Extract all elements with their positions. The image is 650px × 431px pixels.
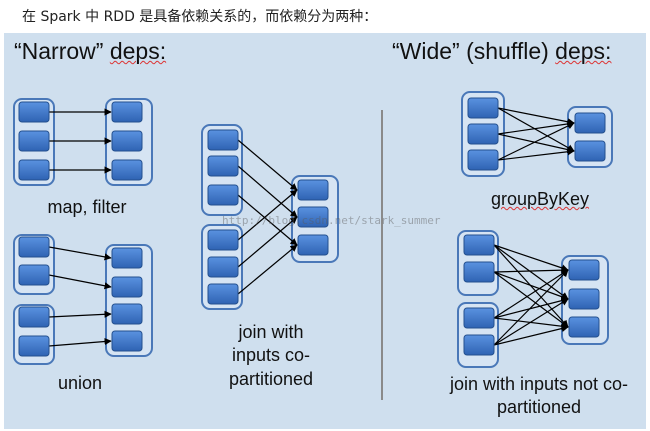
groupbykey-source-partition-1 — [467, 97, 499, 119]
union-source-partition-3 — [18, 306, 50, 328]
union-arrow — [48, 310, 112, 318]
wide-join-arrow — [493, 298, 569, 346]
narrow-join-source-a-partition-2 — [207, 155, 239, 177]
narrow-join-label: join with inputs co-partitioned — [228, 322, 314, 389]
union-label: union — [57, 373, 103, 393]
groupbykey-arrow — [497, 120, 575, 135]
narrow-join-arrow — [237, 194, 298, 246]
wide-deps-title: “Wide” (shuffle) deps: — [392, 38, 612, 64]
narrow-join-target-partition-3 — [297, 234, 329, 256]
wide-join-arrow — [493, 297, 569, 319]
map-source-partition-3 — [18, 159, 50, 181]
wide-join-target-partition-3 — [568, 316, 600, 338]
union-arrow — [48, 246, 112, 261]
union-source-partition-1 — [18, 236, 50, 258]
map-filter-label: map, filter — [47, 197, 127, 217]
map-source-partition-1 — [18, 101, 50, 123]
map-source-partition-2 — [18, 130, 50, 152]
narrow-join-arrow — [237, 216, 298, 268]
wide-join-arrow — [493, 271, 569, 301]
union-arrow — [48, 337, 112, 347]
narrow-join-target-partition-1 — [297, 179, 329, 201]
wide-join-target-partition-1 — [568, 259, 600, 281]
union-target-partition-3 — [111, 303, 143, 325]
narrow-join-arrow — [237, 244, 298, 295]
narrow-join-source-b-partition-1 — [207, 229, 239, 251]
union-target-partition-1 — [111, 247, 143, 269]
narrow-join-arrow — [237, 139, 298, 191]
wide-join-label: join with inputs not co-partitioned — [449, 374, 629, 418]
groupbykey-source-partition-3 — [467, 149, 499, 171]
union-arrow — [48, 274, 112, 290]
union-target-partition-4 — [111, 330, 143, 352]
narrow-join-target-partition-2 — [297, 206, 329, 228]
groupbykey-source-partition-2 — [467, 123, 499, 145]
groupbykey-arrow — [497, 107, 575, 126]
watermark: http://blog.csdn.net/stark_summer — [222, 214, 441, 227]
groupbykey-target-partition-1 — [574, 112, 606, 134]
wide-join-arrow — [493, 271, 569, 328]
wide-join-arrow — [493, 244, 569, 300]
wide-join-arrow — [493, 269, 569, 346]
wide-join-target-partition-2 — [568, 288, 600, 310]
wide-join-arrow — [493, 244, 569, 272]
groupbykey-target-partition-2 — [574, 140, 606, 162]
wide-join-arrow — [493, 269, 569, 319]
narrow-join-source-b-partition-3 — [207, 283, 239, 305]
union-source-partition-4 — [18, 335, 50, 357]
wide-join-source-b-partition-2 — [463, 334, 495, 356]
narrow-deps-title: “Narrow” deps: — [14, 38, 167, 64]
wide-join-source-a-partition-2 — [463, 261, 495, 283]
narrow-join-source-a-partition-1 — [207, 129, 239, 151]
narrow-join-source-a-partition-3 — [207, 184, 239, 206]
groupbykey-arrow — [497, 148, 575, 161]
groupbykey-label: groupByKey — [490, 189, 590, 209]
map-target-partition-1 — [111, 101, 143, 123]
wide-join-source-a-partition-1 — [463, 234, 495, 256]
wide-join-arrow — [493, 266, 569, 274]
union-target-partition-2 — [111, 276, 143, 298]
map-target-partition-2 — [111, 130, 143, 152]
narrow-join-arrow — [237, 189, 298, 241]
union-target-rdd — [105, 244, 153, 357]
wide-join-source-b-partition-1 — [463, 307, 495, 329]
union-source-partition-2 — [18, 264, 50, 286]
narrow-join-source-b-partition-2 — [207, 256, 239, 278]
groupbykey-arrow — [497, 107, 575, 152]
narrow-join-arrow — [237, 165, 298, 218]
groupbykey-arrow — [497, 122, 575, 161]
map-target-partition-3 — [111, 159, 143, 181]
groupbykey-arrow — [497, 133, 575, 154]
wide-join-arrow — [493, 325, 569, 346]
caption: 在 Spark 中 RDD 是具备依赖关系的，而依赖分为两种： — [22, 9, 378, 25]
